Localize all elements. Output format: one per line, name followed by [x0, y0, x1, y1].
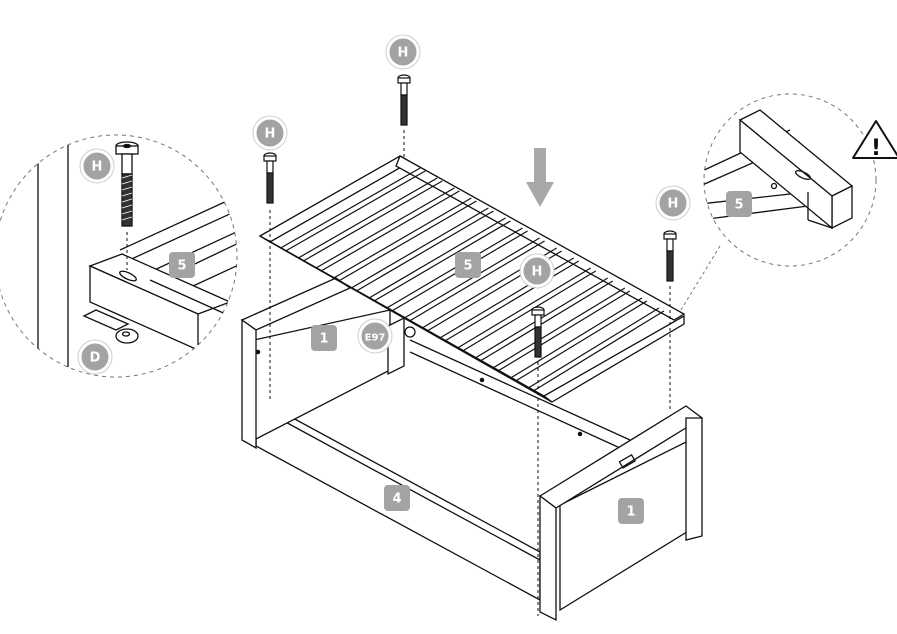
bolt-group [263, 74, 677, 358]
badge-label: 5 [734, 198, 743, 213]
badge-label: H [92, 160, 103, 175]
badge-part-1: 1 [311, 325, 337, 351]
slat [510, 297, 648, 382]
bolt-icon [397, 74, 411, 126]
badge-label: 5 [177, 259, 186, 274]
assembly-guides [269, 130, 671, 616]
badge-bolt-h: H [519, 253, 555, 289]
badge-part-5: 5 [169, 252, 195, 278]
slat [315, 187, 460, 272]
badge-bolt-h: H [252, 115, 288, 151]
slat [457, 267, 597, 352]
warning-mark: ! [871, 136, 881, 161]
down-arrow-icon [526, 148, 554, 207]
part-labels: H H H H H 5 5 5 1 1 4 D E97 [77, 34, 752, 524]
badge-label: D [90, 351, 101, 366]
badge-bolt-h: H [79, 148, 115, 184]
bolt-icon [663, 230, 677, 282]
bolt-icon [115, 141, 139, 227]
badge-label: H [532, 265, 543, 280]
slat [492, 287, 631, 372]
slat [280, 167, 426, 252]
badge-fitting-e97: E97 [357, 318, 393, 354]
badge-label: 1 [626, 505, 635, 520]
badge-label: E97 [365, 333, 386, 344]
badge-part-5: 5 [726, 191, 752, 217]
badge-label: H [668, 197, 679, 212]
badge-label: 5 [463, 259, 472, 274]
bolt-icon [531, 306, 545, 358]
warning-icon: ! [852, 120, 897, 161]
slat [527, 307, 665, 392]
badge-label: 4 [392, 492, 401, 507]
badge-part-1: 1 [618, 498, 644, 524]
bolt-icon [263, 152, 277, 204]
badge-part-5: 5 [455, 252, 481, 278]
badge-bolt-h: H [655, 185, 691, 221]
badge-part-4: 4 [384, 485, 410, 511]
detail-callout-left [0, 134, 238, 378]
detail-callout-right [675, 93, 877, 319]
badge-bolt-h: H [385, 34, 421, 70]
slat [333, 197, 477, 282]
slat [351, 207, 494, 292]
slat-base [258, 155, 686, 403]
badge-label: H [398, 46, 409, 61]
badge-label: H [265, 127, 276, 142]
slat [298, 177, 443, 262]
badge-washer-d: D [77, 339, 113, 375]
slat [368, 217, 511, 302]
badge-label: 1 [319, 332, 328, 347]
